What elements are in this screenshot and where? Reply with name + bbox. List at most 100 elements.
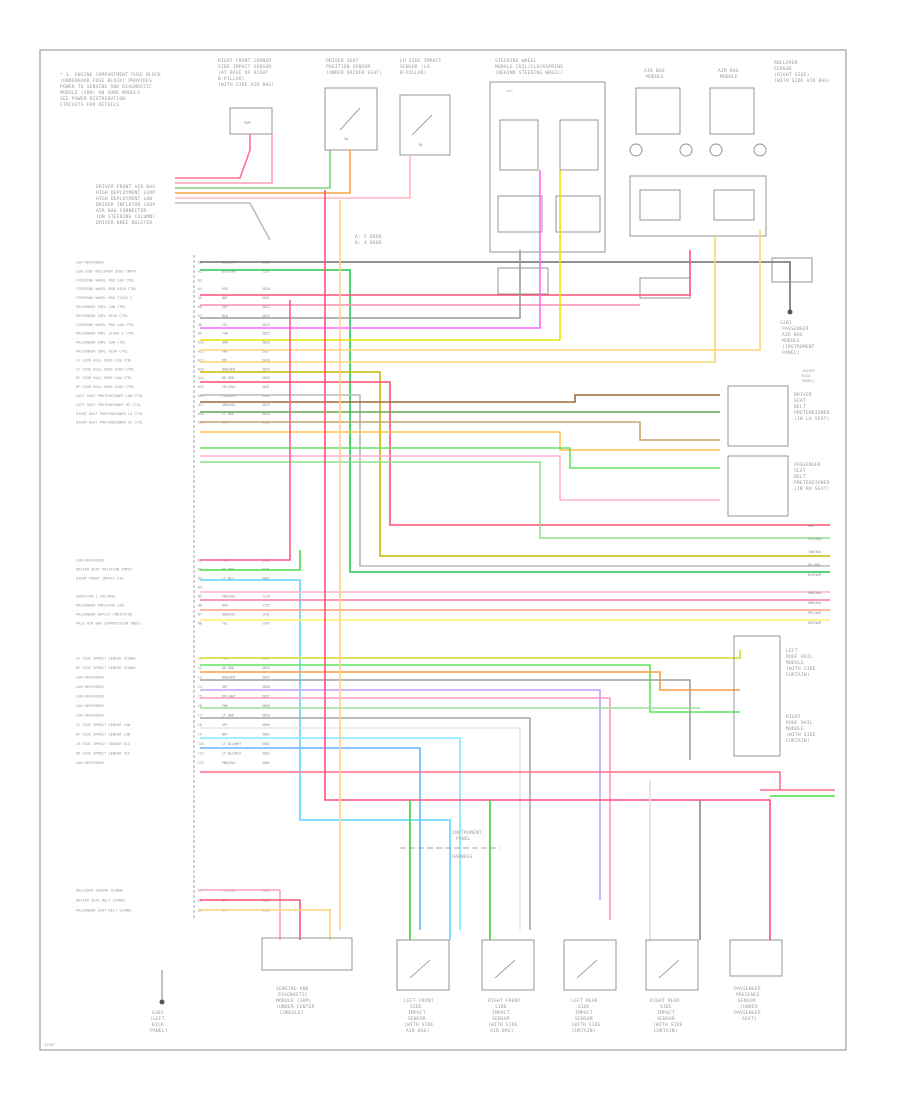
wire-color-code: DK GRN: [222, 666, 234, 670]
pin-label: PASSENGER INFL LOW CTRL: [76, 305, 126, 309]
svg-text:AIR BAG: AIR BAG: [644, 68, 665, 74]
svg-text:ROLLOVER: ROLLOVER: [774, 60, 798, 66]
svg-text:RIGHT FRONT CORNER: RIGHT FRONT CORNER: [218, 58, 271, 64]
pin-label: LOW REFERENCE: [76, 261, 104, 265]
circuit-number: 1139: [262, 595, 270, 599]
svg-text:BELT: BELT: [794, 404, 806, 410]
pin-label: RIGHT SEAT PRETENSIONER LO CTRL: [76, 412, 143, 416]
circuit-number: 5025: [262, 332, 270, 336]
circuit-number: 5059: [262, 714, 270, 718]
pin-label: LOW REFERENCE: [76, 704, 104, 708]
circuit-number: 5026: [262, 341, 270, 345]
pin-label: STEERING WHEEL MOD STAGE 2: [76, 296, 132, 300]
svg-text:(WITH SIDE: (WITH SIDE: [786, 732, 816, 738]
svg-text:RED/WHT: RED/WHT: [808, 621, 822, 625]
pin-label: PASSENGER INFL HIGH CTRL: [76, 350, 128, 354]
wire-color-code: PNK: [222, 704, 228, 708]
svg-text:POSITION SENSOR: POSITION SENSOR: [326, 64, 371, 70]
wire-color-code: PPL/WHT: [222, 695, 236, 699]
circuit-number: 5063: [262, 752, 270, 756]
middle-note-harness: INSTRUMENT PANEL HARNESS: [400, 830, 500, 860]
pin-number: C12: [198, 761, 204, 765]
bottom-component-lr-impact: LEFT REAR SIDE IMPACT SENSOR (WITH SIDE …: [563, 939, 617, 1034]
wire-color-code: DK GRN: [222, 376, 234, 380]
svg-text:PANEL): PANEL): [150, 1028, 168, 1034]
pin-number: C6: [198, 704, 202, 708]
top-component-lh-impact-sensor: LH SIDE IMPACT SENSOR (LH B-PILLAR) SW: [399, 58, 451, 156]
circuit-number: 5062: [262, 742, 270, 746]
svg-text:ROOF RAIL: ROOF RAIL: [786, 654, 813, 660]
svg-text:(WITH SIDE: (WITH SIDE: [786, 666, 816, 672]
right-module-passenger-airbag: PASSENGER AIR BAG MODULE (INSTRUMENT PAN…: [771, 257, 814, 356]
circuit-number: 5058: [262, 704, 270, 708]
svg-text:SIDE IMPACT SENSOR: SIDE IMPACT SENSOR: [218, 64, 271, 70]
wire-color-code: PNK/BLK: [222, 595, 236, 599]
svg-text:PASSENGER: PASSENGER: [734, 1010, 761, 1016]
svg-text:(IN LH SEAT): (IN LH SEAT): [794, 416, 830, 422]
svg-text:PRETENSIONER: PRETENSIONER: [794, 410, 830, 416]
pin-label: DRIVER SEAT BELT SIGNAL: [76, 899, 126, 903]
ground-g201: G201: [780, 280, 793, 326]
svg-text:STEERING WHEEL: STEERING WHEEL: [495, 58, 537, 64]
svg-text:SENSOR: SENSOR: [738, 998, 756, 1004]
svg-text:PRETENSIONER: PRETENSIONER: [794, 480, 830, 486]
pin-label: LOW REFERENCE: [76, 761, 104, 765]
svg-text:SW: SW: [418, 143, 423, 147]
circuit-number: 5064: [262, 761, 270, 765]
svg-text:DRIVER INFLATOR LOOP: DRIVER INFLATOR LOOP: [96, 202, 155, 208]
pin-number: A13: [198, 367, 204, 371]
pin-number: D1: [198, 889, 202, 893]
note-line: POWER TO SENSING AND DIAGNOSTIC: [60, 84, 152, 90]
pin-label: STEERING WHEEL MOD HIGH CTRL: [76, 287, 137, 291]
pin-number: D3: [198, 909, 202, 913]
pin-label: LF SIDE IMPACT SENSOR LOW: [76, 723, 131, 727]
svg-text:SENSOR: SENSOR: [575, 1016, 593, 1022]
wire-color-code: GRY: [222, 685, 228, 689]
pin-number: B7: [198, 613, 202, 617]
svg-text:CURTAIN): CURTAIN): [786, 672, 810, 678]
circuit-number: 5055: [262, 676, 270, 680]
svg-text:TAN/BLK: TAN/BLK: [808, 550, 822, 554]
pin-number: A3: [198, 278, 202, 282]
svg-text:SENSING AND: SENSING AND: [276, 986, 309, 992]
pin-label: PASSENGER INFL HIGH CTRL: [76, 314, 128, 318]
diagram-border: [39, 49, 847, 1051]
svg-text:(BEHIND STEERING WHEEL): (BEHIND STEERING WHEEL): [495, 70, 563, 76]
svg-text:(WITH SIDE: (WITH SIDE: [488, 1022, 518, 1028]
bottom-component-passenger-presence: PASSENGER PRESENCE SENSOR (UNDER PASSENG…: [729, 939, 783, 1022]
svg-text:LEFT FRONT: LEFT FRONT: [404, 998, 434, 1004]
pin-number: A10: [198, 341, 204, 345]
svg-text:CURTAIN): CURTAIN): [786, 738, 810, 744]
svg-text:LH SIDE IMPACT: LH SIDE IMPACT: [400, 58, 442, 64]
svg-text:PANEL): PANEL): [802, 379, 815, 383]
svg-text:PPL/WHT: PPL/WHT: [808, 611, 822, 615]
svg-text:A: 2 DOOR: A: 2 DOOR: [355, 234, 382, 240]
svg-text:LEFT REAR: LEFT REAR: [571, 998, 598, 1004]
svg-text:CURTAIN): CURTAIN): [572, 1028, 596, 1034]
svg-text:(WITH SIDE: (WITH SIDE: [653, 1022, 683, 1028]
pin-label: LOW REFERENCE: [76, 714, 104, 718]
pin-label: LOW REFERENCE: [76, 676, 104, 680]
svg-text:MODULE: MODULE: [720, 74, 738, 80]
circuit-number: 5034: [262, 412, 270, 416]
pin-label: PASSENGER INFL STAGE 2 CTRL: [76, 332, 134, 336]
svg-text:SENSOR (LH: SENSOR (LH: [400, 64, 430, 70]
svg-text:AIR BAG: AIR BAG: [718, 68, 739, 74]
pin-number: A16: [198, 394, 204, 398]
svg-text:(RIGHT: (RIGHT: [802, 369, 816, 373]
wire-color-code: YEL/BLK: [222, 385, 236, 389]
pin-number: B5: [198, 595, 202, 599]
svg-text:B-PILLAR): B-PILLAR): [218, 76, 245, 82]
pin-number: A15: [198, 385, 204, 389]
pin-label: LOW REFERENCE: [76, 559, 104, 563]
pin-label: RR SIDE IMPACT SENSOR SIG: [76, 752, 130, 756]
svg-text:RED: RED: [808, 524, 814, 528]
svg-text:MODULE (SDM): MODULE (SDM): [276, 998, 312, 1004]
pin-label: RF SIDE IMPACT SENSOR SIGNAL: [76, 666, 137, 670]
pin-number: C7: [198, 714, 202, 718]
circuit-number: 5033: [262, 403, 270, 407]
svg-text:HIGH DEPLOYMENT LOOP: HIGH DEPLOYMENT LOOP: [96, 190, 155, 196]
svg-text:(ON STEERING COLUMN): (ON STEERING COLUMN): [96, 214, 155, 220]
